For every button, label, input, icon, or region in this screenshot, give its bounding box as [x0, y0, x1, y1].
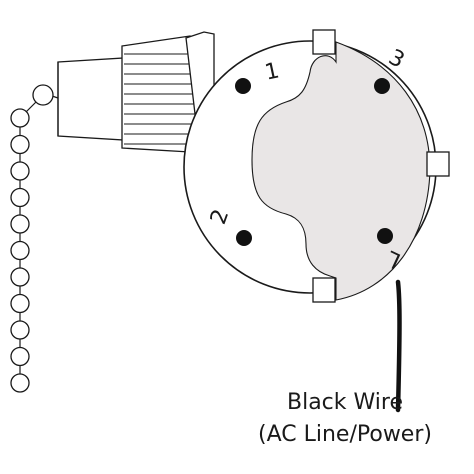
right-tab — [426, 151, 450, 177]
chain-bead — [10, 240, 30, 261]
terminal-3-dot — [374, 78, 390, 94]
wire-label-line-1: Black Wire — [287, 390, 403, 415]
chain-bead — [10, 108, 30, 128]
top-tab — [312, 29, 336, 55]
chain-bead[interactable] — [10, 373, 30, 393]
chain-bead — [10, 267, 30, 287]
wire-label-line-2: (AC Line/Power) — [258, 422, 432, 447]
chain-bead — [10, 134, 30, 155]
terminal-1-dot — [235, 78, 251, 94]
chain-bead — [32, 84, 54, 106]
black-wire — [395, 279, 402, 413]
bottom-tab — [312, 277, 336, 303]
terminal-1-label: 1 — [263, 58, 282, 85]
chain-bead — [10, 320, 30, 340]
pull-chain — [10, 84, 59, 393]
chain-bead — [10, 214, 30, 234]
terminal-2-dot — [236, 230, 252, 246]
terminal-l-dot — [377, 228, 393, 244]
chain-bead — [10, 161, 30, 181]
chain-bead — [10, 293, 30, 314]
rim-tabs — [312, 29, 450, 303]
chain-bead — [10, 187, 30, 208]
switch-shaft — [57, 31, 215, 157]
chain-bead — [10, 346, 30, 367]
terminal-dots — [235, 78, 393, 246]
